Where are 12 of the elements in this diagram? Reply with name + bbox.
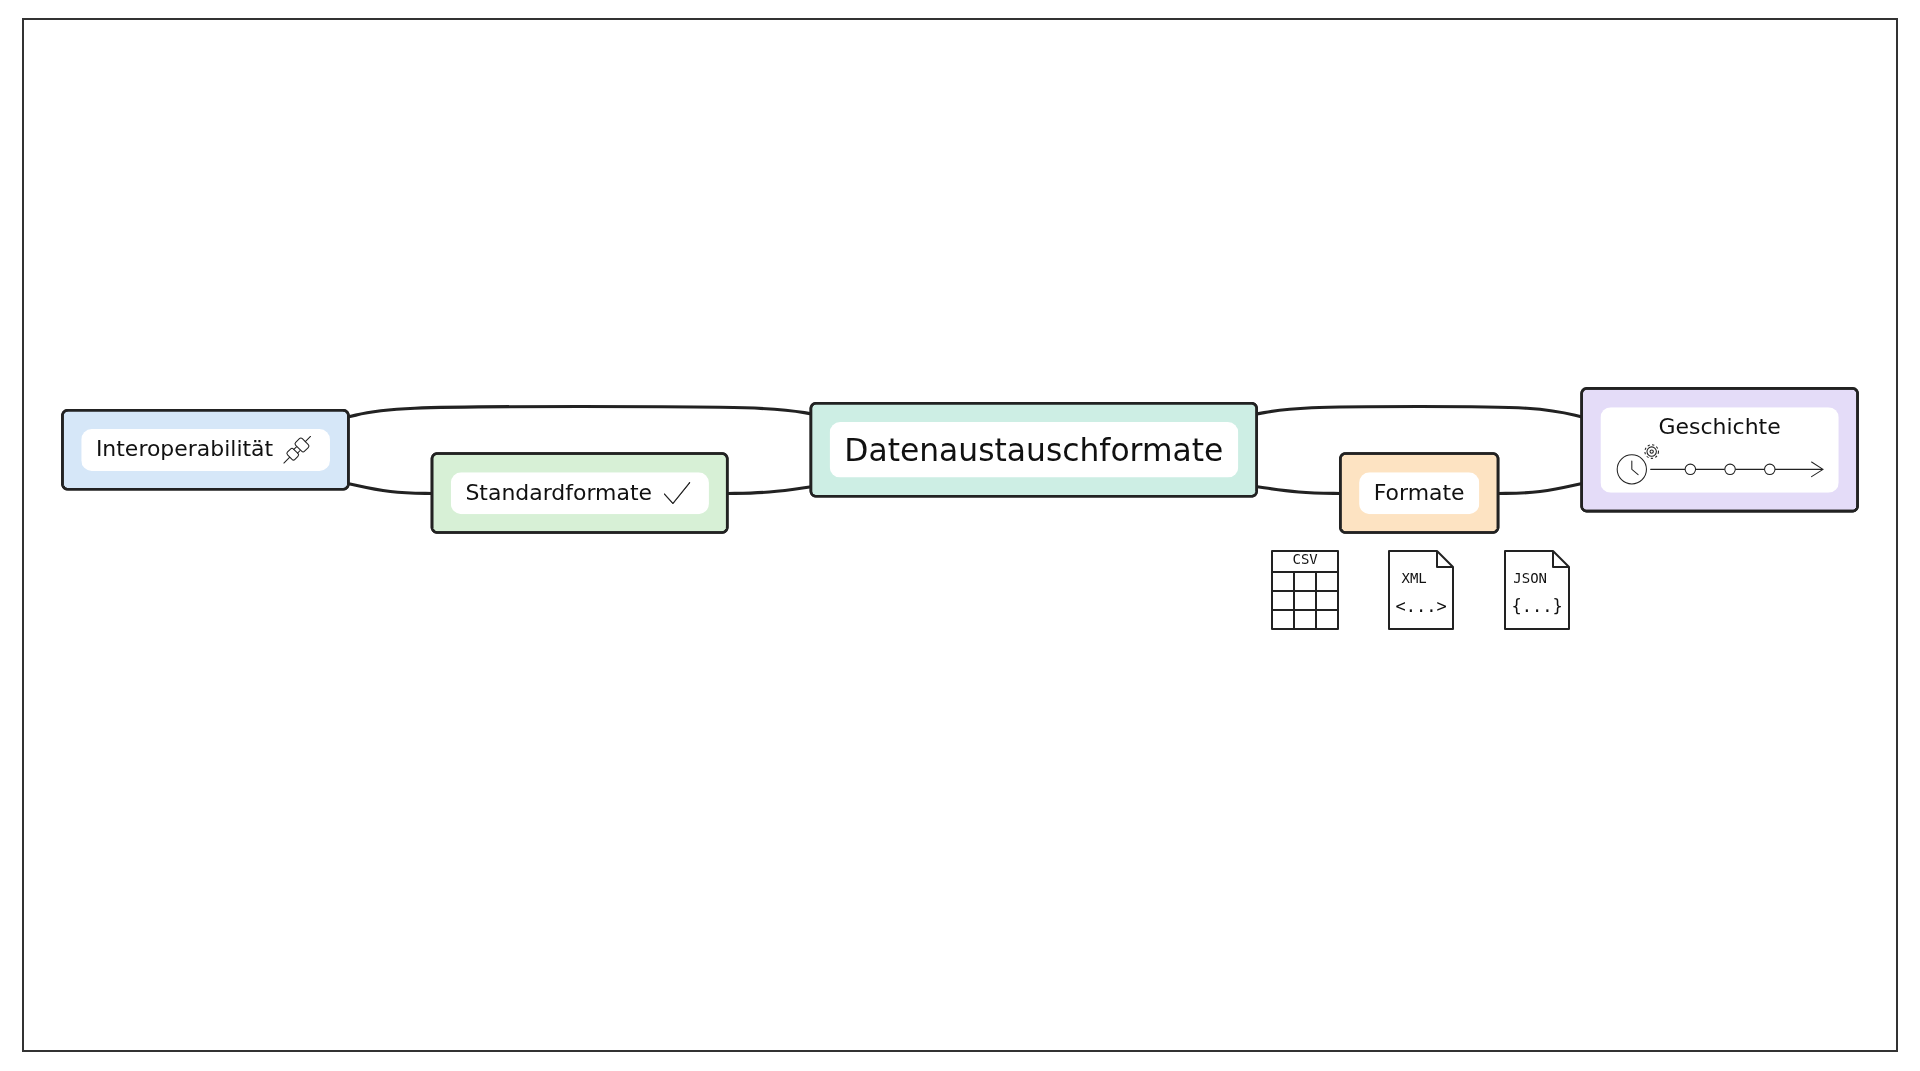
file-format-label: CSV <box>1291 551 1319 568</box>
file-format-label: JSON <box>1512 570 1549 587</box>
code-snippet-label: <...> <box>1394 596 1448 617</box>
topic-label: Datenaustauschformate <box>829 421 1238 478</box>
topic-label: Formate <box>1359 471 1480 514</box>
file-format-label: XML <box>1400 570 1428 587</box>
topic-label: Geschichte <box>1600 406 1839 492</box>
connector-line <box>1257 484 1341 495</box>
topic-label: Standardformate <box>450 471 709 514</box>
topic-label: Interoperabilität <box>81 428 330 470</box>
code-snippet-label: {...} <box>1510 596 1564 617</box>
connector-line <box>348 481 433 495</box>
